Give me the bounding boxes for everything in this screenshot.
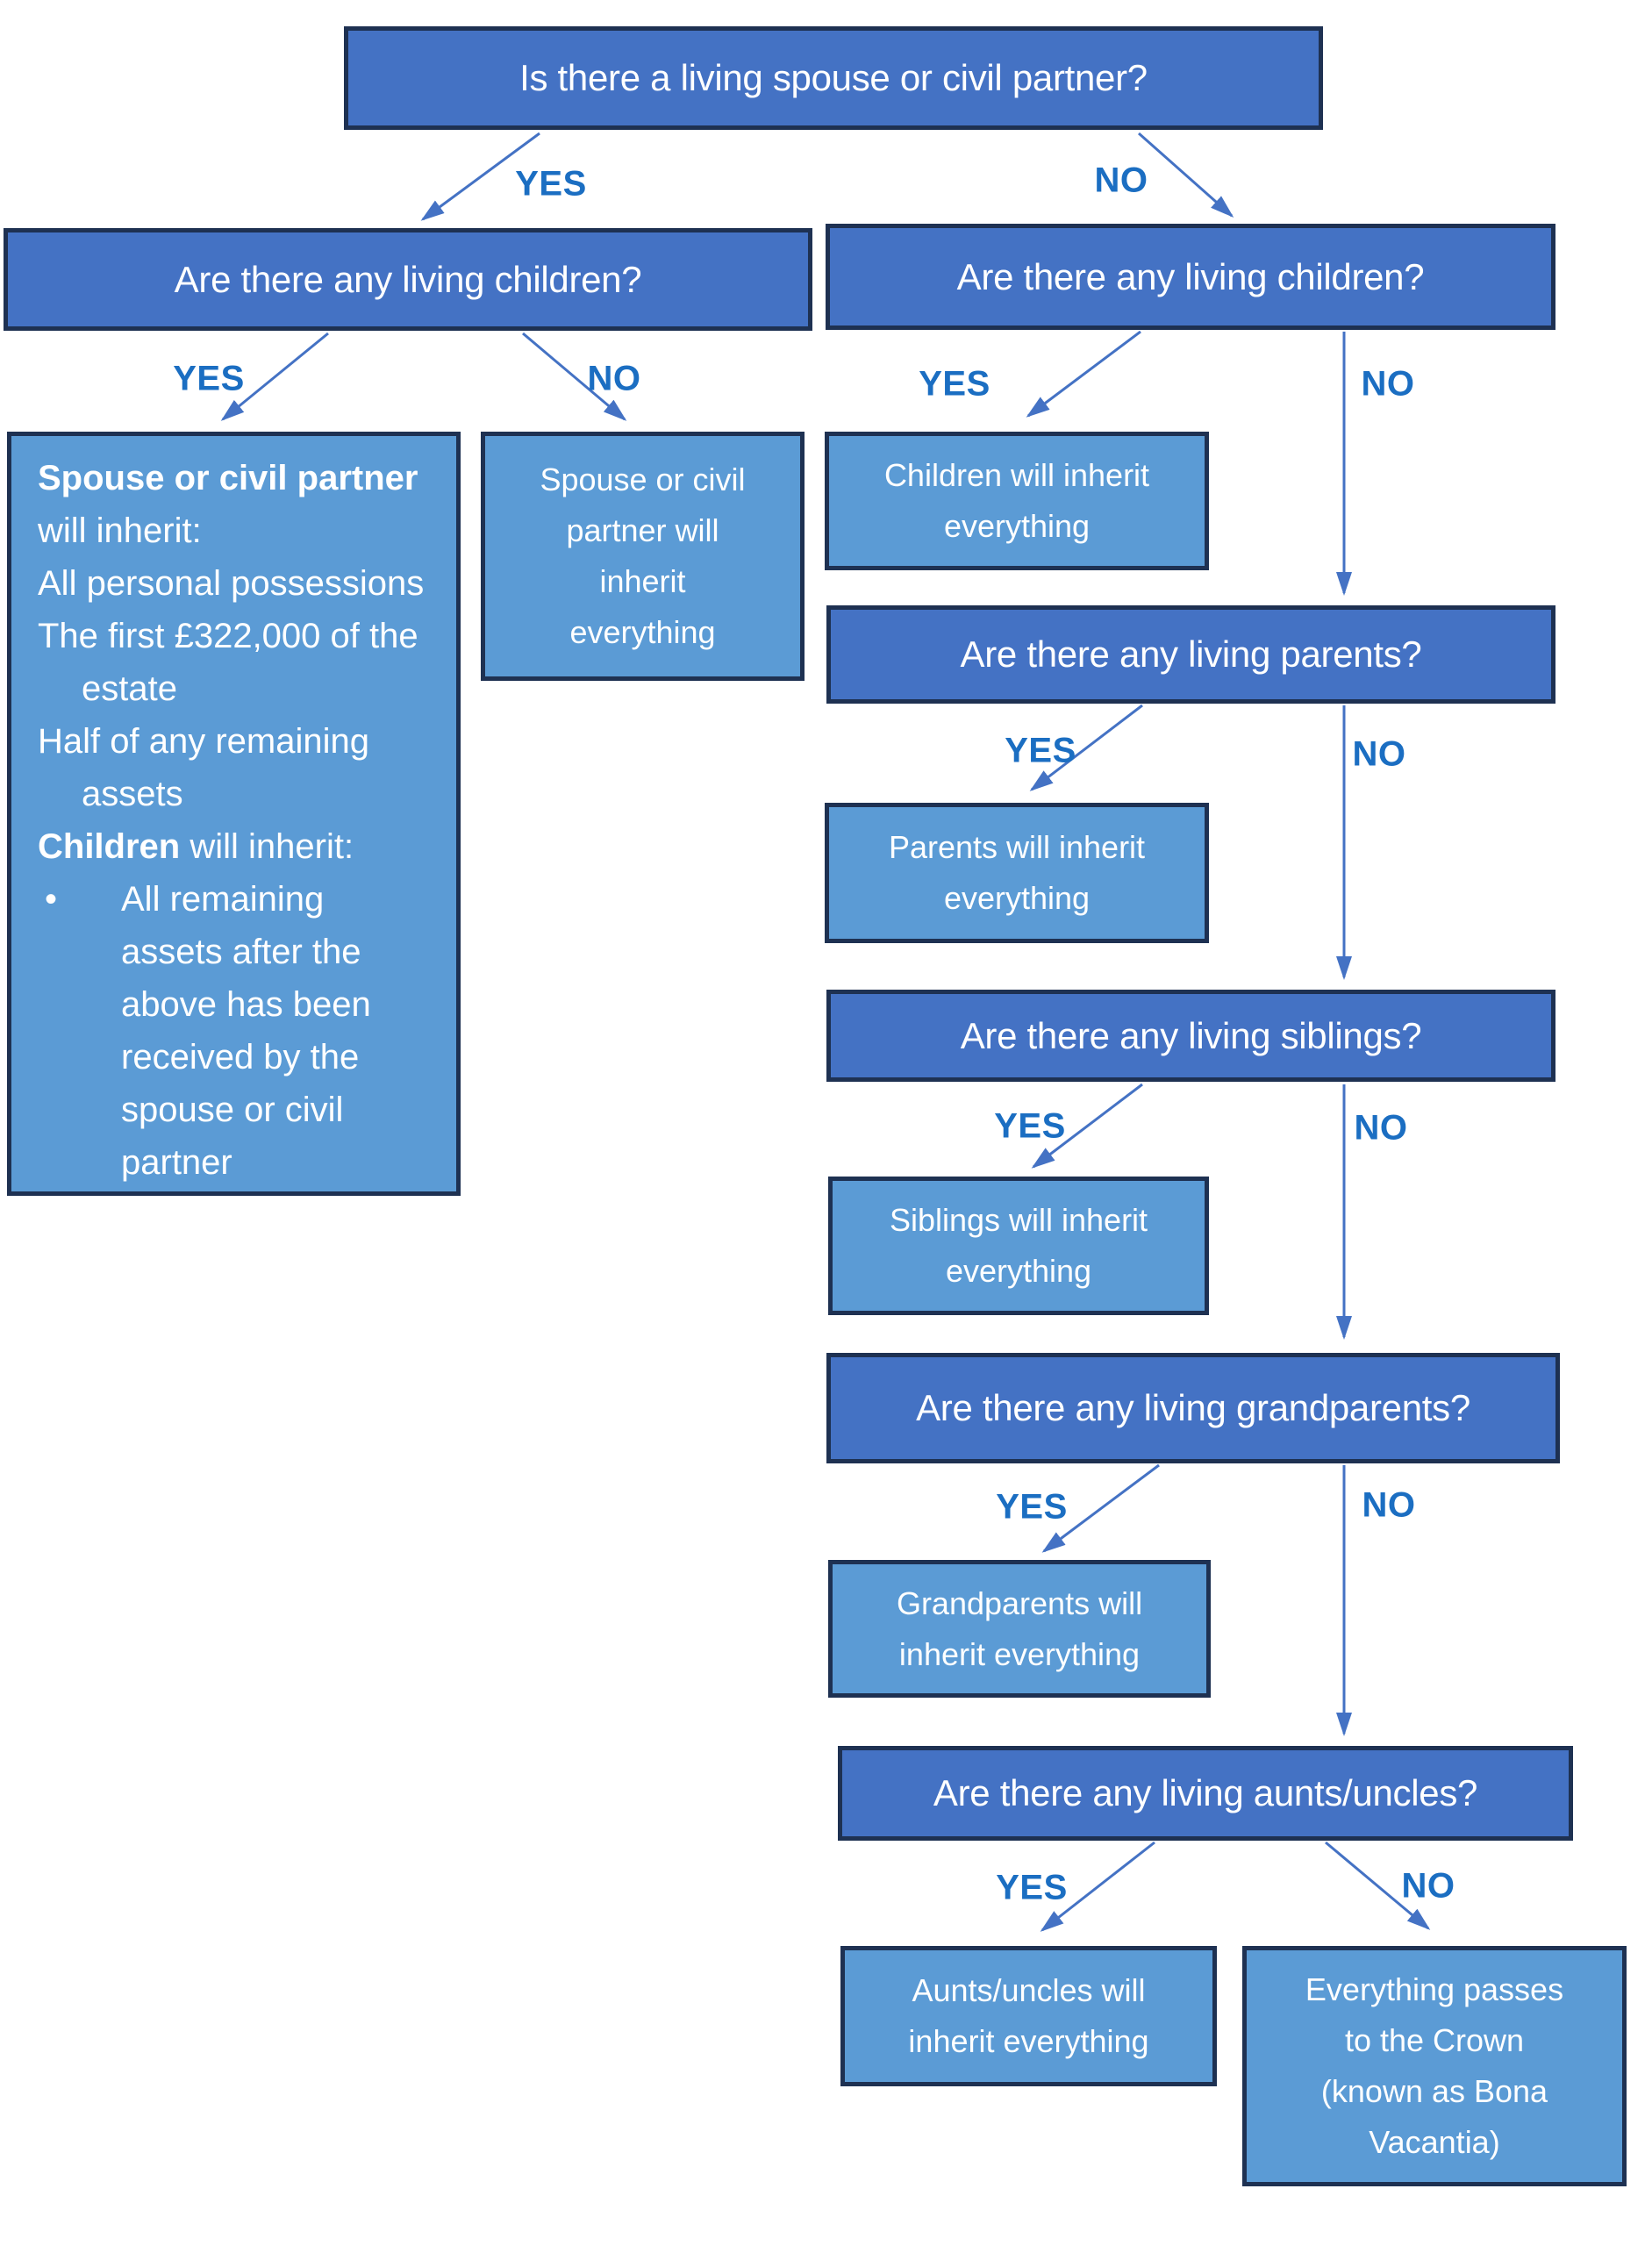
node-question-children-left: Are there any living children? [4,228,812,331]
question-text: Are there any living children? [174,258,642,300]
node-question-siblings: Are there any living siblings? [826,990,1555,1082]
arrow-children-right-yes [1026,330,1141,418]
result-text: Aunts/uncles will inherit everything [908,1972,1149,2059]
result-heading: Spouse or civil partner [38,459,418,497]
node-question-aunts-uncles: Are there any living aunts/uncles? [838,1746,1573,1841]
result-text: Children will inherit everything [883,457,1150,544]
edge-label-yes: YES [1005,731,1076,770]
edge-label-no: NO [1361,364,1415,404]
result-line: received by the [121,1038,360,1077]
edge-label-no: NO [587,359,641,398]
node-result-crown-bona-vacantia: Everything passes to the Crown (known as… [1242,1946,1627,2186]
question-text: Are there any living parents? [960,633,1422,675]
edge-label-no: NO [1354,1108,1408,1148]
node-question-spouse: Is there a living spouse or civil partne… [344,26,1323,130]
result-text: Grandparents will inherit everything [896,1584,1143,1672]
result-line: above has been [121,985,371,1024]
result-line: will inherit: [180,827,354,866]
result-line: All personal possessions [38,564,425,603]
result-line: assets after the [121,933,361,971]
node-result-parents-everything: Parents will inherit everything [825,803,1209,943]
node-question-grandparents: Are there any living grandparents? [826,1353,1560,1463]
edge-label-no: NO [1362,1485,1416,1525]
edge-label-yes: YES [173,359,245,398]
node-result-aunts-everything: Aunts/uncles will inherit everything [840,1946,1217,2086]
edge-label-yes: YES [996,1868,1068,1907]
edge-label-no: NO [1352,734,1406,774]
arrow-spouse-no [1138,132,1234,218]
edge-label-no: NO [1401,1866,1455,1906]
question-text: Are there any living grandparents? [916,1387,1470,1428]
result-line: spouse or civil [121,1091,344,1129]
edge-label-yes: YES [919,364,990,404]
result-line: estate [82,669,177,708]
node-result-spouse-everything: Spouse or civil partner will inherit eve… [481,432,805,681]
node-result-grandparents-everything: Grandparents will inherit everything [828,1560,1211,1698]
result-line: partner [121,1143,232,1182]
result-line: The first £322,000 of the [38,617,418,655]
question-text: Are there any living siblings? [960,1014,1422,1056]
node-result-children-everything: Children will inherit everything [825,432,1209,570]
result-text: Parents will inherit everything [888,829,1146,916]
node-result-siblings-everything: Siblings will inherit everything [828,1177,1209,1315]
edge-label-yes: YES [996,1487,1068,1527]
question-text: Are there any living aunts/uncles? [933,1772,1478,1813]
result-text: Siblings will inherit everything [889,1202,1148,1289]
result-text: Everything passes to the Crown (known as… [1305,1971,1564,2160]
result-line: Half of any remaining [38,722,369,761]
question-text: Is there a living spouse or civil partne… [519,57,1148,98]
node-result-spouse-and-children: Spouse or civil partner will inherit: Al… [7,432,461,1196]
result-line: will inherit: [38,511,202,550]
result-text: Spouse or civil partner will inherit eve… [540,461,746,650]
node-question-children-right: Are there any living children? [826,224,1555,330]
result-line: assets [82,775,183,813]
result-line: All remaining [121,880,325,919]
result-heading: Children [38,827,181,866]
edge-label-yes: YES [994,1106,1066,1146]
edge-label-yes: YES [515,164,587,204]
edge-label-no: NO [1094,161,1148,200]
question-text: Are there any living children? [956,255,1425,297]
bullet-icon: • [45,880,58,919]
node-question-parents: Are there any living parents? [826,605,1555,704]
